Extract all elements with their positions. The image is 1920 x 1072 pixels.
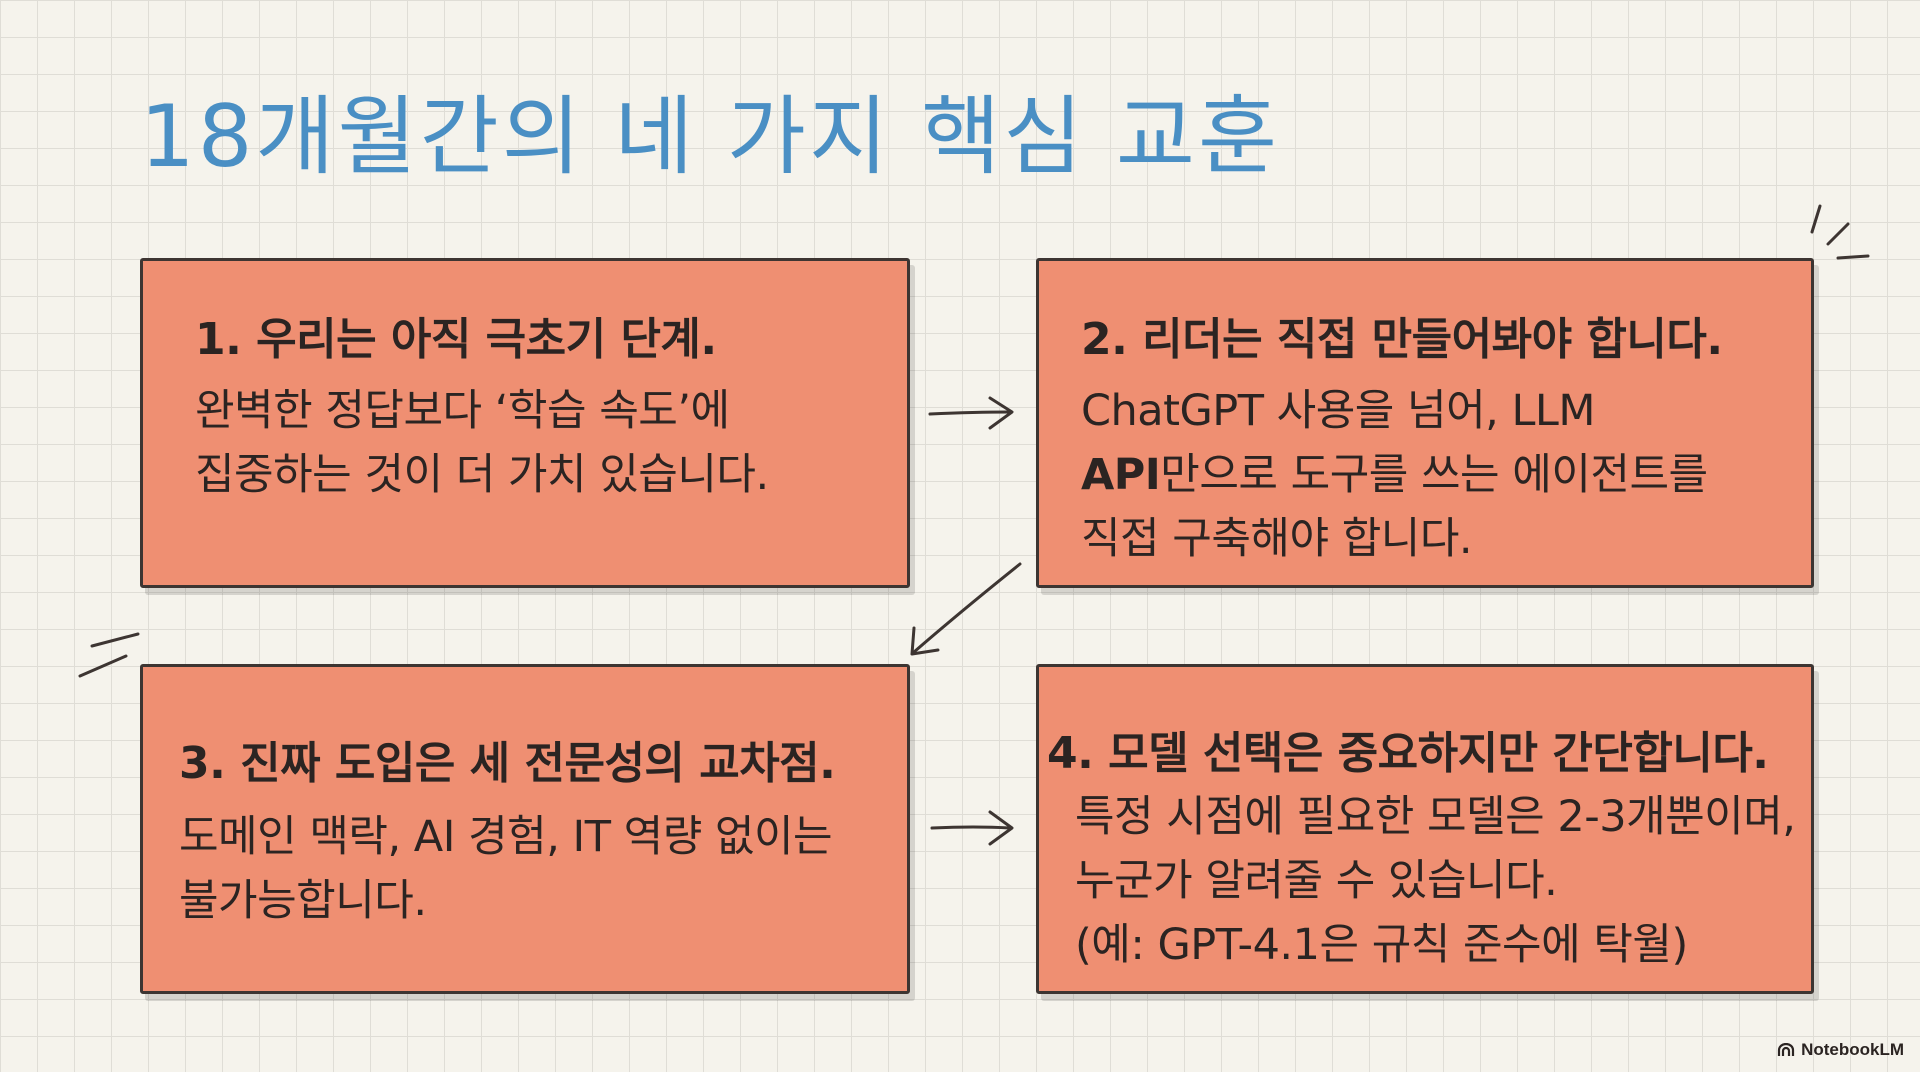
card-body: 특정 시점에 필요한 모델은 2-3개뿐이며, 누군가 알려줄 수 있습니다. … xyxy=(1075,785,1796,977)
notebooklm-logo-icon xyxy=(1777,1043,1795,1056)
accent-stroke-left-1 xyxy=(90,632,140,648)
accent-stroke-top-right-1 xyxy=(1810,204,1822,234)
accent-stroke-left-2 xyxy=(78,654,128,678)
card-body: ChatGPT 사용을 넘어, LLM API만으로 도구를 쓰는 에이전트를 … xyxy=(1081,379,1708,571)
card-heading: 1. 우리는 아직 극초기 단계. xyxy=(195,314,717,365)
page-title: 18개월간의 네 가지 핵심 교훈 xyxy=(140,87,1281,187)
card-line: 집중하는 것이 더 가치 있습니다. xyxy=(195,450,769,500)
card-line-rest: 만으로 도구를 쓰는 에이전트를 xyxy=(1160,450,1708,500)
card-line: 불가능합니다. xyxy=(179,876,427,926)
card-line: 직접 구축해야 합니다. xyxy=(1081,514,1473,564)
arrow-3-to-4-icon xyxy=(930,810,1014,846)
accent-stroke-top-right-3 xyxy=(1836,254,1870,260)
lesson-card-1: 1. 우리는 아직 극초기 단계. 완벽한 정답보다 ‘학습 속도’에 집중하는… xyxy=(140,258,910,588)
lesson-card-2: 2. 리더는 직접 만들어봐야 합니다. ChatGPT 사용을 넘어, LLM… xyxy=(1036,258,1814,588)
lesson-card-3: 3. 진짜 도입은 세 전문성의 교차점. 도메인 맥락, AI 경험, IT … xyxy=(140,664,910,994)
card-body: 도메인 맥락, AI 경험, IT 역량 없이는 불가능합니다. xyxy=(179,805,833,933)
card-heading: 3. 진짜 도입은 세 전문성의 교차점. xyxy=(179,738,836,789)
card-line: API만으로 도구를 쓰는 에이전트를 xyxy=(1081,443,1708,507)
lesson-card-4: 4. 모델 선택은 중요하지만 간단합니다. 특정 시점에 필요한 모델은 2-… xyxy=(1036,664,1814,994)
card-line: 누군가 알려줄 수 있습니다. xyxy=(1075,856,1558,906)
brand-watermark: NotebookLM xyxy=(1777,1040,1904,1060)
accent-stroke-top-right-2 xyxy=(1826,222,1850,246)
card-line: 도메인 맥락, AI 경험, IT 역량 없이는 xyxy=(179,812,833,862)
card-line: (예: GPT-4.1은 규칙 준수에 탁월) xyxy=(1075,920,1688,970)
arrow-1-to-2-icon xyxy=(928,396,1014,430)
arrow-2-to-3-icon xyxy=(910,562,1022,656)
card-line: 완벽한 정답보다 ‘학습 속도’에 xyxy=(195,386,730,436)
card-heading: 4. 모델 선택은 중요하지만 간단합니다. xyxy=(1047,728,1769,779)
card-body: 완벽한 정답보다 ‘학습 속도’에 집중하는 것이 더 가치 있습니다. xyxy=(195,379,769,507)
api-emphasis: API xyxy=(1081,450,1161,500)
card-line: 특정 시점에 필요한 모델은 2-3개뿐이며, xyxy=(1075,792,1796,842)
card-heading: 2. 리더는 직접 만들어봐야 합니다. xyxy=(1081,314,1723,365)
card-line: ChatGPT 사용을 넘어, LLM xyxy=(1081,386,1595,436)
brand-label: NotebookLM xyxy=(1801,1040,1904,1059)
